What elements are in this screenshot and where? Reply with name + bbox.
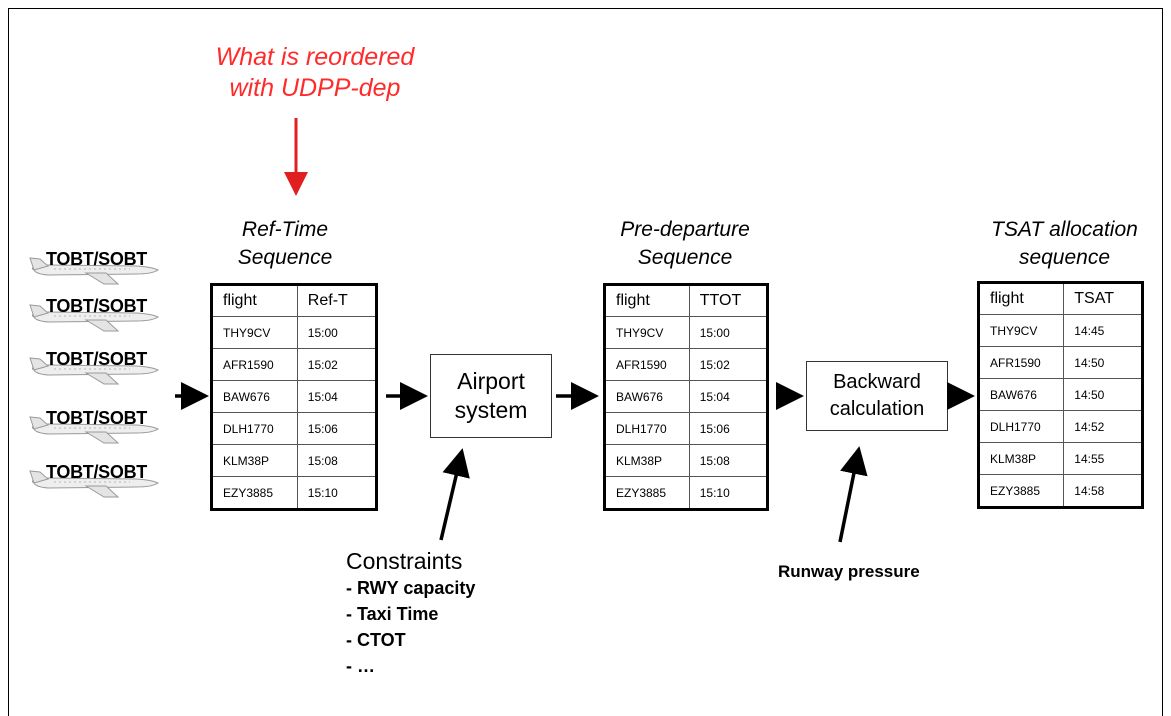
backward-line1: Backward — [833, 371, 921, 393]
col-header-flight: flight — [977, 282, 1065, 315]
tobt-input-item: TOBT/SOBT — [26, 295, 176, 339]
flight-cell: THY9CV — [604, 316, 690, 349]
airplane-icon — [29, 357, 159, 385]
flight-cell: KLM38P — [604, 444, 690, 477]
pre-departure-title-line2: Sequence — [637, 246, 733, 269]
backward-calculation-box: Backward calculation — [806, 361, 948, 431]
time-cell: 15:10 — [688, 476, 769, 510]
time-cell: 14:50 — [1063, 378, 1143, 411]
ref-time-title-line1: Ref-Time — [241, 218, 329, 241]
tobt-sobt-label: TOBT/SOBT — [46, 296, 147, 316]
tsat-title: TSAT allocation sequence — [962, 216, 1167, 272]
col-header-flight: flight — [211, 284, 298, 317]
airplane-icon — [29, 304, 159, 332]
flight-cell: EZY3885 — [977, 474, 1065, 508]
airplane-icon — [29, 257, 159, 285]
time-cell: 15:02 — [296, 348, 378, 381]
reorder-title-line2: with UDPP-dep — [229, 74, 401, 102]
constraints-block: Constraints - RWY capacity - Taxi Time -… — [346, 548, 475, 679]
airport-system-box: Airport system — [430, 354, 552, 438]
flight-cell: DLH1770 — [977, 410, 1065, 443]
backward-line2: calculation — [829, 398, 925, 420]
pre-departure-title-line1: Pre-departure — [620, 218, 750, 241]
constraint-item: - Taxi Time — [346, 604, 439, 624]
constraint-item: - RWY capacity — [346, 578, 476, 598]
tsat-title-line1: TSAT allocation — [991, 218, 1138, 241]
arrow-runway-to-backward — [838, 446, 868, 543]
constraints-heading: Constraints — [346, 548, 463, 574]
airport-system-line2: system — [454, 397, 528, 423]
airport-system-line1: Airport — [457, 368, 525, 394]
runway-pressure-label: Runway pressure — [778, 562, 920, 581]
flight-cell: THY9CV — [977, 314, 1065, 347]
col-header-time: Ref-T — [296, 284, 378, 317]
tobt-sobt-label: TOBT/SOBT — [46, 349, 147, 369]
time-cell: 15:08 — [688, 444, 769, 477]
time-cell: 15:06 — [688, 412, 769, 445]
time-cell: 15:08 — [296, 444, 378, 477]
ref-time-title-line2: Sequence — [237, 246, 333, 269]
tobt-input-item: TOBT/SOBT — [26, 407, 176, 451]
pre-departure-title: Pre-departure Sequence — [590, 216, 780, 272]
flight-cell: BAW676 — [211, 380, 298, 413]
reorder-title: What is reordered with UDPP-dep — [195, 42, 435, 104]
time-cell: 15:10 — [296, 476, 378, 510]
flight-cell: AFR1590 — [977, 346, 1065, 379]
time-cell: 14:55 — [1063, 442, 1143, 475]
time-cell: 15:00 — [688, 316, 769, 349]
flight-cell: EZY3885 — [211, 476, 298, 510]
flight-cell: EZY3885 — [604, 476, 690, 510]
airplane-icon — [29, 416, 159, 444]
constraint-item: - … — [346, 656, 375, 676]
ref-time-title: Ref-Time Sequence — [200, 216, 370, 272]
time-cell: 15:06 — [296, 412, 378, 445]
arrow-constraints-to-airport — [439, 448, 470, 541]
tobt-sobt-label: TOBT/SOBT — [46, 462, 147, 482]
tobt-input-item: TOBT/SOBT — [26, 248, 176, 292]
tobt-sobt-label: TOBT/SOBT — [46, 249, 147, 269]
flight-cell: BAW676 — [604, 380, 690, 413]
constraint-item: - CTOT — [346, 630, 406, 650]
airplane-icon — [29, 470, 159, 498]
flight-cell: DLH1770 — [211, 412, 298, 445]
time-cell: 14:58 — [1063, 474, 1143, 508]
time-cell: 14:50 — [1063, 346, 1143, 379]
tobt-input-item: TOBT/SOBT — [26, 461, 176, 505]
tsat-title-line2: sequence — [1018, 246, 1111, 269]
tobt-sobt-label: TOBT/SOBT — [46, 408, 147, 428]
time-cell: 14:52 — [1063, 410, 1143, 443]
flight-cell: AFR1590 — [604, 348, 690, 381]
time-cell: 15:00 — [296, 316, 378, 349]
diagram-frame — [8, 8, 1163, 716]
tobt-input-item: TOBT/SOBT — [26, 348, 176, 392]
reorder-title-line1: What is reordered — [215, 43, 415, 71]
